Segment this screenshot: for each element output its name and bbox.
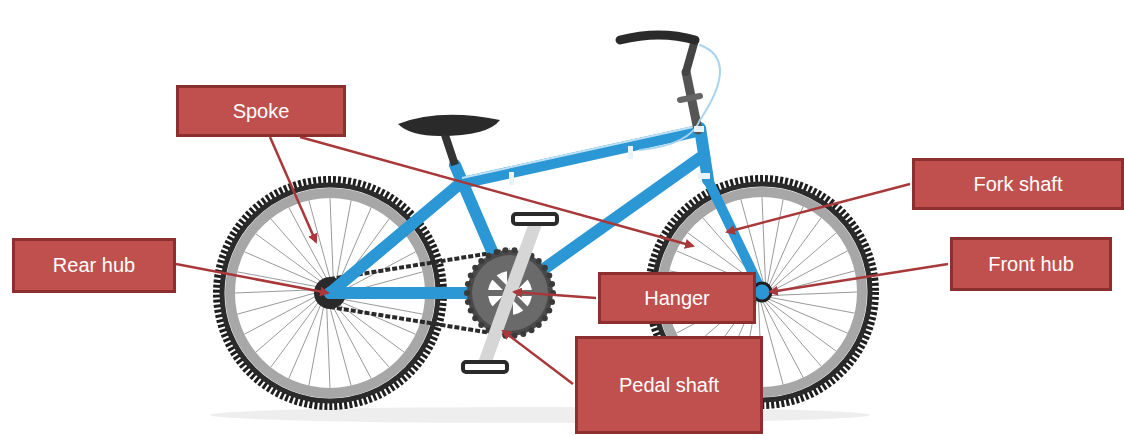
part-label: Hanger <box>636 287 718 310</box>
handlebar <box>620 35 720 150</box>
label-box: Spoke <box>176 85 346 137</box>
label-box: Hanger <box>598 272 756 324</box>
label-box: Front hub <box>950 237 1112 291</box>
seat <box>398 115 500 165</box>
frame-clamp <box>509 126 710 185</box>
label-box: Fork shaft <box>912 158 1124 210</box>
leader-line <box>176 137 948 384</box>
frame <box>330 128 762 293</box>
label-box: Rear hub <box>12 238 176 293</box>
part-label: Spoke <box>225 100 298 123</box>
label-box: Pedal shaft <box>575 336 763 434</box>
part-label: Pedal shaft <box>611 374 727 397</box>
shadow <box>210 407 870 423</box>
part-label: Front hub <box>980 253 1082 276</box>
part-label: Fork shaft <box>966 173 1071 196</box>
part-label: Rear hub <box>45 254 143 277</box>
